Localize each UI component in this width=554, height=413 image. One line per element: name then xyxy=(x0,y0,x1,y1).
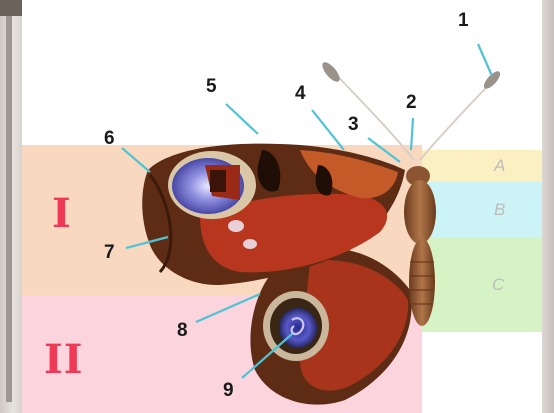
callout-7: 7 xyxy=(104,242,115,264)
callout-5: 5 xyxy=(206,76,217,98)
callout-3: 3 xyxy=(348,114,359,136)
callout-8: 8 xyxy=(177,320,188,342)
head-letter: A xyxy=(494,156,505,176)
leader-line-8 xyxy=(196,294,260,322)
callout-2: 2 xyxy=(406,92,417,114)
leader-line-5 xyxy=(226,104,258,134)
leader-line-1 xyxy=(478,44,492,76)
leader-line-6 xyxy=(122,148,150,172)
lower-wing-label: II xyxy=(44,336,83,383)
callout-4: 4 xyxy=(295,83,306,105)
thorax-letter: B xyxy=(494,200,505,220)
leader-line-2 xyxy=(411,118,413,150)
upper-wing-label: I xyxy=(52,190,72,237)
abdomen-letter: C xyxy=(492,275,504,295)
callout-6: 6 xyxy=(104,128,115,150)
callout-9: 9 xyxy=(223,380,234,402)
callout-1: 1 xyxy=(458,10,469,32)
leader-line-4 xyxy=(312,110,344,150)
